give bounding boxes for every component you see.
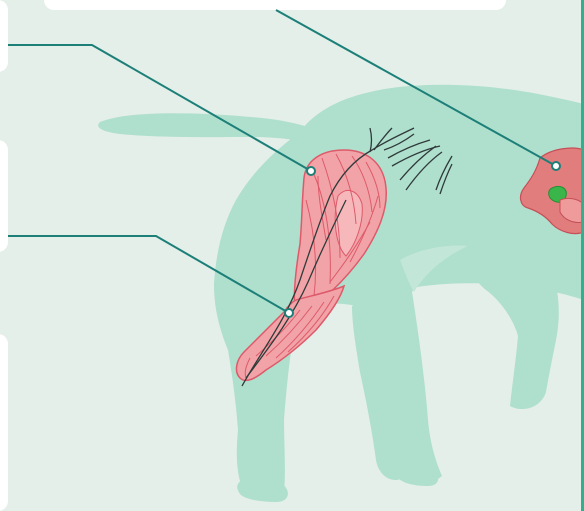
endpoint-lower-muscle: [285, 309, 293, 317]
endpoint-upper-muscle: [307, 167, 315, 175]
leader-line-upper-left: [8, 45, 311, 171]
endpoint-vertebra: [552, 162, 560, 170]
dog-front-leg: [470, 260, 559, 409]
